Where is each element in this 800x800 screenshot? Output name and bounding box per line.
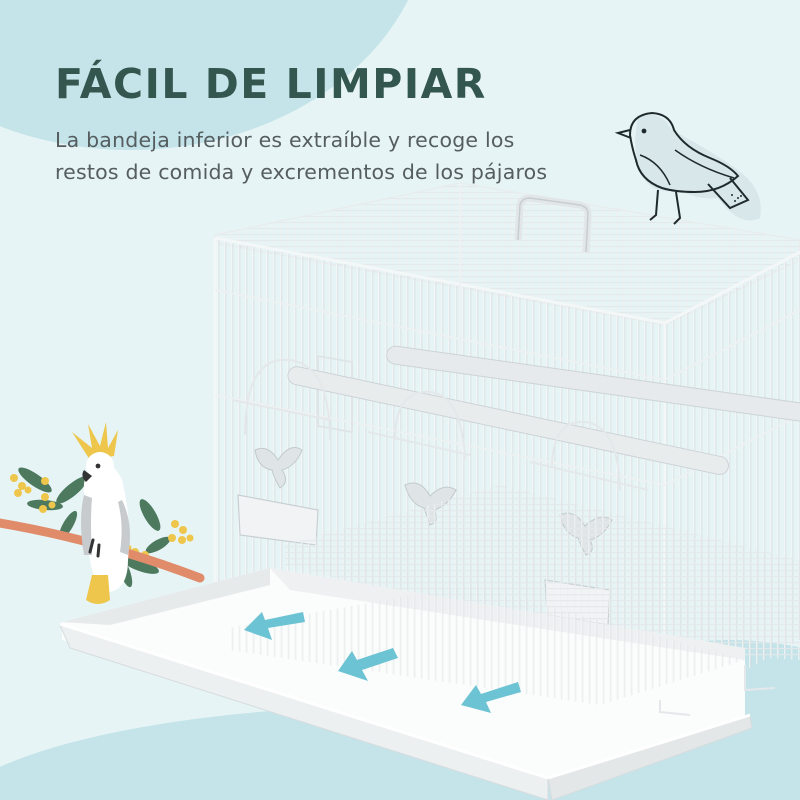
- cockatoo-illustration: [0, 422, 205, 604]
- cage-feet: [659, 665, 776, 716]
- headline: FÁCIL DE LIMPIAR: [55, 60, 487, 108]
- berry-icons: [10, 474, 194, 559]
- swings: [231, 358, 649, 491]
- subtitle: La bandeja inferior es extraíble y recog…: [55, 124, 547, 188]
- removable-tray: [59, 568, 753, 800]
- cage-handle: [514, 194, 592, 253]
- cage-floor-grid: [285, 485, 800, 660]
- tray-arrows: [244, 612, 521, 713]
- arrow-down-left-icon: [461, 682, 521, 713]
- subtitle-line-1: La bandeja inferior es extraíble y recog…: [55, 128, 515, 152]
- arrow-down-left-icon: [338, 648, 398, 681]
- subtitle-line-2: restos de comida y excrementos de los pá…: [55, 160, 548, 184]
- bird-sketch-icon: [614, 111, 761, 225]
- perches: [287, 345, 800, 475]
- arrow-down-left-icon: [244, 612, 305, 640]
